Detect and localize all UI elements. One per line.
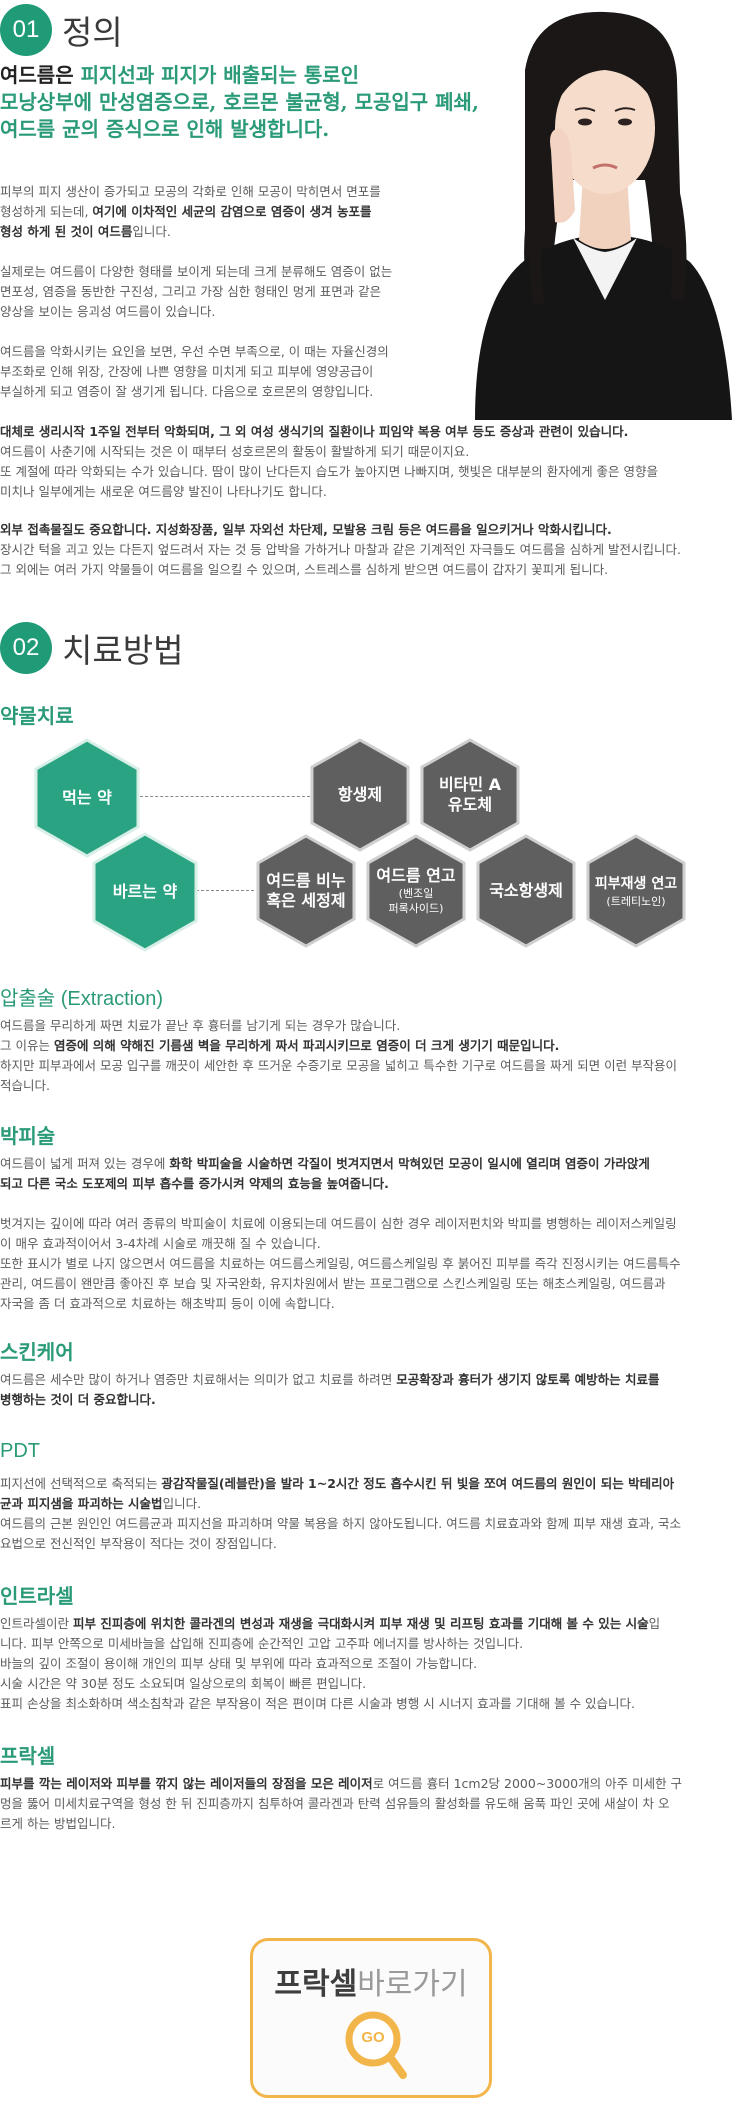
intracel-text: 인트라셀이란 피부 진피층에 위치한 콜라겐의 변성과 재생을 극대화시켜 피부… bbox=[0, 1616, 661, 1711]
woman-photo bbox=[455, 0, 732, 420]
definition-paragraph-3: 여드름을 악화시키는 요인을 보면, 우선 수면 부족으로, 이 때는 자율신경… bbox=[0, 344, 389, 399]
connector-line bbox=[196, 890, 254, 891]
hex-antibiotic: 항생제 bbox=[308, 738, 412, 852]
magnifier-icon: GO bbox=[343, 2009, 409, 2081]
extraction-text: 여드름을 무리하게 짜면 치료가 끝난 후 흉터를 남기게 되는 경우가 많습니… bbox=[0, 1018, 678, 1093]
skincare-text: 여드름은 세수만 많이 하거나 염증만 치료해서는 의미가 없고 치료를 하려면… bbox=[0, 1372, 660, 1407]
fraxel-shortcut-label: 프락셀바로가기 bbox=[274, 1967, 468, 2002]
section-title: 정의 bbox=[62, 14, 123, 51]
go-label: GO bbox=[361, 2029, 385, 2046]
peel-text: 여드름이 넓게 퍼져 있는 경우에 화학 박피술을 시술하면 각질이 벗겨지면서… bbox=[0, 1156, 650, 1191]
section-treatment-header: 02 치료방법 bbox=[0, 622, 183, 674]
extraction-title: 압출술 (Extraction) bbox=[0, 988, 164, 1010]
definition-paragraph-1: 피부의 피지 생산이 증가되고 모공의 각화로 인해 모공이 막히면서 면포를 … bbox=[0, 184, 381, 239]
section-definition-header: 01 정의 bbox=[0, 4, 123, 56]
hex-oral-medicine: 먹는 약 bbox=[32, 738, 142, 858]
hex-topical-antibiotic: 국소항생제 bbox=[474, 834, 578, 948]
definition-paragraph-2: 실제로는 여드름이 다양한 형태를 보이게 되는데 크게 분류해도 염증이 없는… bbox=[0, 264, 393, 319]
fraxel-title: 프락셀 bbox=[0, 1746, 56, 1768]
skincare-title: 스킨케어 bbox=[0, 1342, 74, 1364]
pdt-text: 피지선에 선택적으로 축적되는 광감작물질(레블란)을 발라 1~2시간 정도 … bbox=[0, 1476, 682, 1551]
intracel-title: 인트라셀 bbox=[0, 1586, 74, 1608]
drug-therapy-title: 약물치료 bbox=[0, 706, 74, 728]
peel-text-2: 벗겨지는 깊이에 따라 여러 종류의 박피술이 치료에 이용되는데 여드름이 심… bbox=[0, 1216, 681, 1311]
section-number-badge: 01 bbox=[0, 4, 52, 56]
definition-paragraph-5: 외부 접촉물질도 중요합니다. 지성화장품, 일부 자외선 차단제, 모발용 크… bbox=[0, 522, 682, 577]
connector-line bbox=[140, 796, 310, 797]
fraxel-shortcut-button[interactable]: 프락셀바로가기 GO bbox=[250, 1938, 492, 2098]
section-title: 치료방법 bbox=[62, 632, 184, 669]
hex-regeneration-ointment: 피부재생 연고(트레티노인) bbox=[584, 834, 688, 948]
hex-topical-medicine: 바르는 약 bbox=[90, 832, 200, 952]
pdt-title: PDT bbox=[0, 1440, 40, 1462]
definition-lead: 여드름은 피지선과 피지가 배출되는 통로인 모낭상부에 만성염증으로, 호르몬… bbox=[0, 63, 479, 141]
section-number-badge: 02 bbox=[0, 622, 52, 674]
definition-paragraph-4: 대체로 생리시작 1주일 전부터 악화되며, 그 외 여성 생식기의 질환이나 … bbox=[0, 424, 659, 499]
fraxel-text: 피부를 깍는 레이저와 피부를 깎지 않는 레이저들의 장점을 모은 레이저로 … bbox=[0, 1776, 683, 1831]
peel-title: 박피술 bbox=[0, 1126, 56, 1148]
